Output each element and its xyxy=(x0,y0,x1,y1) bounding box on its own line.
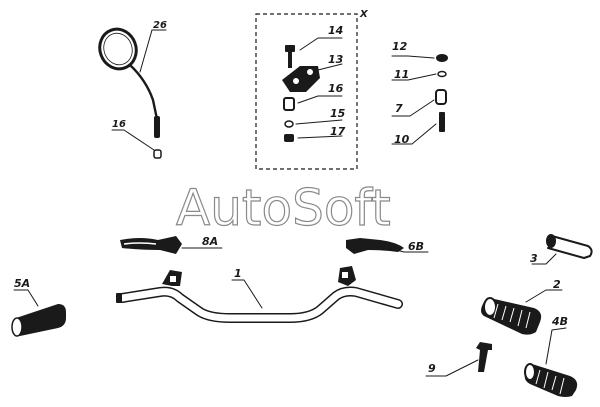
label-grip-left: 5A xyxy=(14,277,30,290)
leader-15 xyxy=(295,119,343,125)
leader-10 xyxy=(391,123,437,145)
leader-9 xyxy=(425,359,479,377)
throttle xyxy=(524,363,578,397)
leader-13 xyxy=(317,63,343,71)
leader-14 xyxy=(299,37,343,51)
lever-right xyxy=(346,238,404,254)
leader-11 xyxy=(391,73,437,81)
leader-6B xyxy=(387,247,429,253)
leader-16a-tail xyxy=(123,129,155,151)
label-mirror: 26 xyxy=(153,20,167,31)
leader-7 xyxy=(391,99,435,117)
mirror xyxy=(98,27,162,159)
nut-17 xyxy=(284,134,294,142)
label-nut: 17 xyxy=(330,125,346,138)
leader-16b xyxy=(297,95,343,104)
spacer-16 xyxy=(283,97,295,111)
bar-end xyxy=(546,234,593,259)
ring-11 xyxy=(437,70,447,78)
label-washer: 15 xyxy=(330,107,346,120)
sleeve-7 xyxy=(435,89,447,105)
leader-5A xyxy=(13,289,39,307)
label-grip-right: 2 xyxy=(553,278,561,291)
label-spacer: 16 xyxy=(328,82,344,95)
label-pin: 9 xyxy=(428,362,436,375)
label-throttle: 4B xyxy=(551,315,568,328)
washer-15 xyxy=(284,120,294,128)
pin xyxy=(476,342,492,372)
handlebar xyxy=(116,266,403,323)
leader-1 xyxy=(231,279,263,309)
label-screw: 10 xyxy=(394,133,410,146)
bracket-13 xyxy=(282,66,320,92)
label-mirror-stem: 16 xyxy=(112,119,126,130)
leader-2 xyxy=(525,289,563,303)
lever-left xyxy=(120,236,182,254)
label-sleeve: 7 xyxy=(395,102,403,115)
leader-12 xyxy=(391,55,435,59)
bolt-14 xyxy=(285,45,295,68)
label-bolt: 14 xyxy=(328,24,343,37)
leader-3 xyxy=(531,253,557,265)
label-bar-end: 3 xyxy=(530,252,538,265)
label-handlebar: 1 xyxy=(234,267,242,280)
group-box xyxy=(255,13,358,170)
screw-10 xyxy=(439,112,445,132)
label-ring: 11 xyxy=(394,68,409,81)
leader-26 xyxy=(139,29,153,73)
label-lever-right: 6B xyxy=(408,240,424,253)
group-marker: X xyxy=(359,9,369,20)
label-bracket: 13 xyxy=(328,53,344,66)
leader-17 xyxy=(297,135,343,139)
grip-left xyxy=(11,304,66,337)
label-lever-left: 8A xyxy=(202,235,218,248)
watermark: AutoSoft xyxy=(176,179,391,237)
label-cap: 12 xyxy=(392,40,408,53)
cap-12 xyxy=(436,54,448,62)
leader-4B xyxy=(545,327,567,365)
grip-right xyxy=(481,297,542,335)
